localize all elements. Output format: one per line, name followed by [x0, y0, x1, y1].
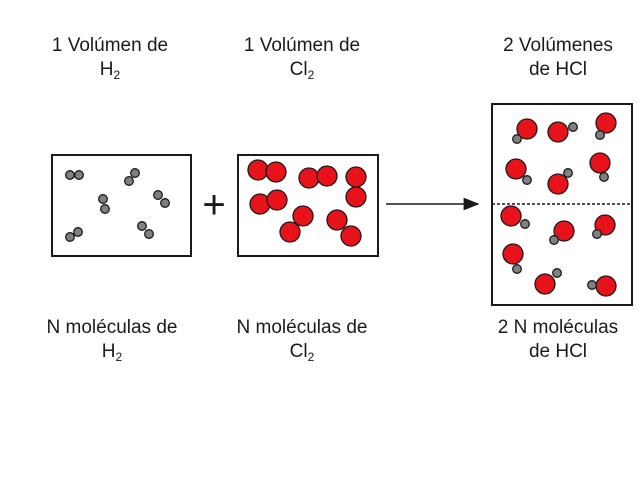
hcl-molecule [547, 121, 578, 143]
h2-molecule [153, 190, 170, 208]
h2-molecule [137, 221, 154, 239]
cl2-molecule [345, 166, 367, 208]
hydrogen-atom [144, 229, 154, 239]
cl2-molecule [298, 165, 338, 189]
chlorine-atom [292, 205, 314, 227]
chlorine-atom [502, 243, 524, 265]
hcl-molecule [502, 243, 524, 274]
cl2-molecule [279, 205, 314, 243]
hcl-molecule [549, 220, 575, 245]
hydrogen-atom [65, 232, 75, 242]
chlorine-atom [547, 121, 569, 143]
hydrogen-atom [552, 268, 562, 278]
hydrogen-atom [130, 168, 140, 178]
chlorine-atom [298, 167, 320, 189]
cl2-volume-formula: Cl2 [289, 59, 315, 82]
hcl-molecule [534, 268, 562, 295]
hcl-molecules-label: 2 N moléculas de HCl [475, 316, 640, 364]
h2-volume-line1: 1 Volúmen de [51, 35, 169, 56]
h2-molecules [65, 168, 170, 242]
hcl-molecules-line1: 2 N moléculas [497, 317, 619, 338]
hcl-molecule [505, 158, 532, 185]
chlorine-atom [265, 161, 287, 183]
hcl-molecule [592, 214, 616, 239]
hydrogen-atom [65, 170, 75, 180]
chlorine-atom [594, 214, 616, 236]
hcl-molecule [589, 152, 611, 182]
hydrogen-atom [520, 219, 530, 229]
plus-sign: + [202, 183, 225, 227]
h2-volume-formula: H2 [99, 59, 121, 82]
chlorine-atom [345, 186, 367, 208]
h2-molecules-label: N moléculas de H2 [22, 316, 202, 369]
hcl-molecule [512, 118, 538, 144]
hcl-volume-label: 2 Volúmenes de HCl [478, 34, 638, 82]
hcl-molecule [595, 112, 617, 140]
cl2-molecules-line1: N moléculas de [236, 317, 368, 338]
cl2-molecule [249, 189, 288, 215]
cl2-molecules [247, 159, 367, 247]
hcl-molecule [547, 168, 573, 195]
chlorine-atom [340, 225, 362, 247]
hydrogen-atom [73, 227, 83, 237]
cl2-molecules-formula: Cl2 [289, 341, 315, 364]
hydrogen-atom [592, 229, 602, 239]
hcl-molecule [587, 275, 617, 297]
cl2-molecule [247, 159, 287, 183]
chlorine-atom [553, 220, 575, 242]
h2-volume-label: 1 Volúmen de H2 [30, 34, 190, 87]
chlorine-atom [316, 165, 338, 187]
hcl-molecules [500, 112, 617, 297]
h2-molecules-formula: H2 [101, 341, 123, 364]
hydrogen-atom [549, 235, 559, 245]
hydrogen-atom [100, 204, 110, 214]
hydrogen-atom [512, 134, 522, 144]
chlorine-atom [534, 273, 556, 295]
hydrogen-atom [587, 280, 597, 290]
hydrogen-atom [160, 198, 170, 208]
hydrogen-atom [595, 130, 605, 140]
chlorine-atom [326, 209, 348, 231]
hcl-volume-line2: de HCl [528, 59, 588, 80]
h2-molecule [98, 194, 110, 214]
h2-molecules-line1: N moléculas de [46, 317, 178, 338]
hcl-volume-line1: 2 Volúmenes [503, 35, 613, 56]
hydrogen-atom [563, 168, 573, 178]
hydrogen-atom [512, 264, 522, 274]
chlorine-atom [247, 159, 269, 181]
cl2-molecules-label: N moléculas de Cl2 [212, 316, 392, 369]
hydrogen-atom [599, 172, 609, 182]
chlorine-atom [505, 158, 527, 180]
chlorine-atom [500, 205, 522, 227]
chlorine-atom [516, 118, 538, 140]
cl2-molecule [326, 209, 362, 247]
chlorine-atom [279, 221, 301, 243]
chlorine-atom [547, 173, 569, 195]
h2-molecule [124, 168, 140, 186]
hydrogen-atom [568, 122, 578, 132]
hydrogen-atom [137, 221, 147, 231]
chlorine-atom [595, 112, 617, 134]
chlorine-atom [589, 152, 611, 174]
chlorine-atom [595, 275, 617, 297]
cl2-volume-label: 1 Volúmen de Cl2 [222, 34, 382, 87]
hcl-molecules-line2: de HCl [528, 341, 588, 362]
hydrogen-atom [74, 170, 84, 180]
chlorine-atom [266, 189, 288, 211]
hydrogen-atom [124, 176, 134, 186]
hydrogen-atom [98, 194, 108, 204]
h2-molecule [65, 170, 84, 180]
hydrogen-atom [153, 190, 163, 200]
chlorine-atom [345, 166, 367, 188]
hydrogen-atom [522, 175, 532, 185]
cl2-volume-line1: 1 Volúmen de [243, 35, 361, 56]
hcl-molecule [500, 205, 530, 229]
h2-molecule [65, 227, 83, 242]
